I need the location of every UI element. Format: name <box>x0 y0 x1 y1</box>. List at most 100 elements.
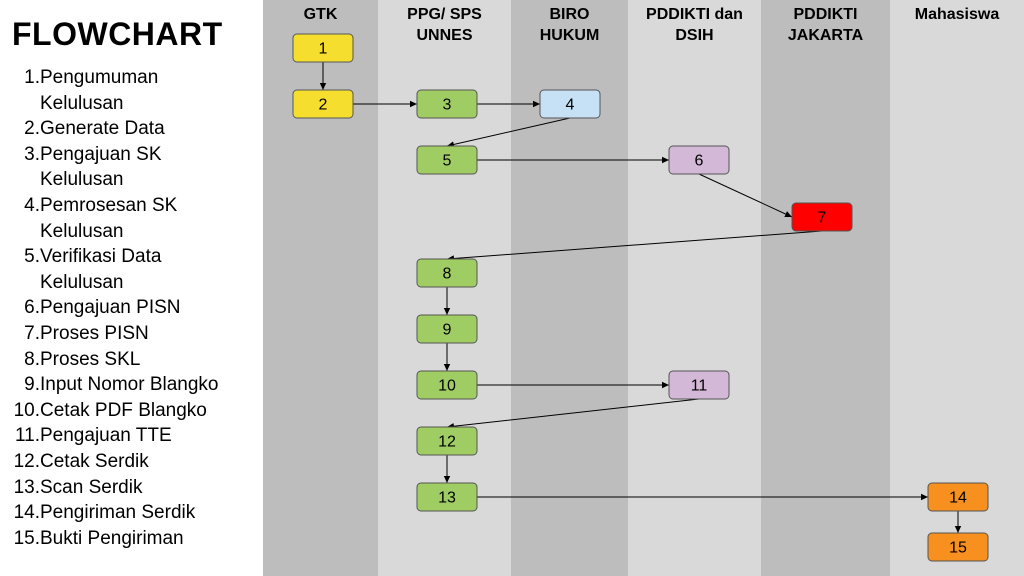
flow-node-4: 4 <box>539 89 601 119</box>
flowchart-title: FLOWCHART <box>12 16 223 52</box>
step-number: 14. <box>13 502 40 524</box>
list-item: 4.Pemrosesan SK Kelulusan <box>8 193 240 244</box>
flow-node-label: 12 <box>438 434 456 451</box>
step-number: 3. <box>24 143 40 165</box>
step-label: Cetak PDF Blangko <box>40 399 207 421</box>
lane-header-line: DSIH <box>675 27 714 44</box>
list-item: 14.Pengiriman Serdik <box>8 500 240 526</box>
flow-node-15: 15 <box>927 532 989 562</box>
flow-node-box <box>416 370 478 400</box>
flow-node-label: 15 <box>949 540 967 557</box>
lane-header-line: PDDIKTI dan <box>646 6 743 23</box>
lane-header-line: HUKUM <box>539 27 600 44</box>
step-number: 4. <box>24 194 40 216</box>
step-number: 7. <box>24 322 40 344</box>
arrow-7-to-8 <box>446 230 823 262</box>
flow-node-box <box>791 202 853 232</box>
step-number: 9. <box>24 374 40 396</box>
lane-header-line: UNNES <box>416 27 473 44</box>
step-number: 1. <box>24 67 40 88</box>
step-label: Pengajuan SK Kelulusan <box>40 143 162 191</box>
list-item: 10.Cetak PDF Blangko <box>8 398 240 424</box>
flow-node-box <box>416 426 478 456</box>
flow-node-label: 3 <box>443 97 452 114</box>
flow-node-box <box>539 89 601 119</box>
flow-node-6: 6 <box>668 145 730 175</box>
step-number: 10. <box>13 399 40 421</box>
flow-node-box <box>416 89 478 119</box>
flow-node-label: 9 <box>443 322 452 339</box>
flow-node-5: 5 <box>416 145 478 175</box>
flow-node-box <box>416 482 478 512</box>
step-label: Proses PISN <box>40 322 149 344</box>
step-label: Bukti Pengiriman <box>40 527 184 549</box>
step-number: 8. <box>24 348 40 370</box>
step-list: 1.Pengumuman Kelulusan 2.Generate Data 3… <box>8 65 240 551</box>
lane-header-line: JAKARTA <box>787 27 864 44</box>
flow-node-box <box>416 145 478 175</box>
step-number: 13. <box>13 476 40 498</box>
step-label: Pengajuan TTE <box>40 425 172 447</box>
flow-node-14: 14 <box>927 482 989 512</box>
step-label: Input Nomor Blangko <box>40 374 219 396</box>
flow-node-9: 9 <box>416 314 478 344</box>
flow-node-box <box>927 482 989 512</box>
flow-node-label: 5 <box>443 153 452 170</box>
lane-header-line: GTK <box>303 6 338 23</box>
list-item: 11.Pengajuan TTE <box>8 423 240 449</box>
lane-header-line: Mahasiswa <box>914 6 1000 23</box>
step-label: Verifikasi Data Kelulusan <box>40 246 162 293</box>
step-label: Cetak Serdik <box>40 450 149 472</box>
flow-node-1: 1 <box>292 33 354 63</box>
flow-node-label: 7 <box>818 210 827 227</box>
step-number: 12. <box>13 450 40 472</box>
flow-node-13: 13 <box>416 482 478 512</box>
list-item: 15.Bukti Pengiriman <box>8 526 240 552</box>
flow-node-label: 2 <box>319 97 328 114</box>
flow-node-10: 10 <box>416 370 478 400</box>
flow-node-box <box>927 532 989 562</box>
flow-node-label: 14 <box>949 490 967 507</box>
step-number: 6. <box>24 297 40 319</box>
flow-node-7: 7 <box>791 202 853 232</box>
list-item: 1.Pengumuman Kelulusan <box>8 65 240 116</box>
lane-header: Mahasiswa <box>890 4 1024 25</box>
flow-node-label: 4 <box>566 97 575 114</box>
arrow-4-to-5 <box>446 117 571 148</box>
list-item: 7.Proses PISN <box>8 321 240 347</box>
step-label: Pengajuan PISN <box>40 297 181 319</box>
flow-node-label: 1 <box>319 41 328 58</box>
step-number: 2. <box>24 118 40 140</box>
flow-node-3: 3 <box>416 89 478 119</box>
flow-node-label: 10 <box>438 378 456 395</box>
list-item: 6.Pengajuan PISN <box>8 295 240 321</box>
flow-node-label: 6 <box>695 153 704 170</box>
step-number: 5. <box>24 246 40 268</box>
lane-mahasiswa: Mahasiswa <box>890 0 1024 576</box>
list-item: 9.Input Nomor Blangko <box>8 372 240 398</box>
lane-header: PPG/ SPS UNNES <box>378 4 511 46</box>
connector-layer <box>319 62 962 533</box>
step-label: Pengiriman Serdik <box>40 502 196 524</box>
flow-node-box <box>416 258 478 288</box>
flow-node-11: 11 <box>668 370 730 400</box>
step-number: 11. <box>14 425 40 447</box>
list-item: 13.Scan Serdik <box>8 475 240 501</box>
step-label: Pengumuman Kelulusan <box>40 67 159 114</box>
list-item: 12.Cetak Serdik <box>8 449 240 475</box>
flow-node-box <box>416 314 478 344</box>
step-label: Generate Data <box>40 118 165 140</box>
flow-node-label: 8 <box>443 266 452 283</box>
flow-node-box <box>668 370 730 400</box>
arrow-11-to-12 <box>446 398 700 430</box>
lane-header-line: BIRO <box>549 6 590 23</box>
step-label: Scan Serdik <box>40 476 143 498</box>
lane-header-line: PPG/ SPS <box>407 6 482 23</box>
step-label: Pemrosesan SK Kelulusan <box>40 194 178 242</box>
step-number: 15. <box>13 527 40 549</box>
